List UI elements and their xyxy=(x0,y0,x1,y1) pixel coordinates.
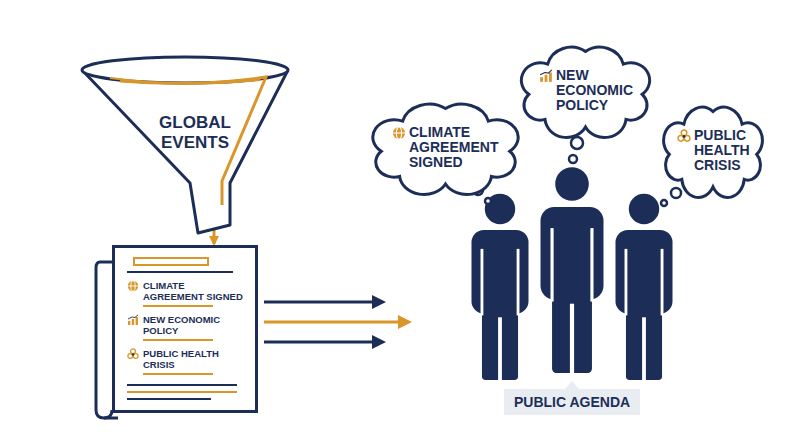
label-text: NEW ECONOMIC POLICY xyxy=(143,314,247,336)
funnel-shape: GLOBAL EVENTS xyxy=(80,55,290,215)
bio-icon xyxy=(677,129,691,143)
cloud-text-column: CLIMATE AGREEMENT SIGNED xyxy=(409,125,498,170)
label-text: CLIMATE AGREEMENT SIGNED xyxy=(143,280,247,302)
cloud-content: NEW ECONOMIC POLICY xyxy=(539,68,633,113)
thought-cloud: CLIMATE AGREEMENT SIGNED xyxy=(369,101,522,189)
print-line xyxy=(143,373,213,375)
globe-icon xyxy=(392,126,406,140)
chart-icon xyxy=(127,314,139,326)
newspaper-curl xyxy=(104,410,112,418)
tag-pointer xyxy=(565,381,579,389)
headline: NEW ECONOMIC POLICY xyxy=(127,314,247,336)
newspaper: CLIMATE AGREEMENT SIGNED NEW ECONOMIC POL… xyxy=(112,245,258,413)
thought-cloud: PUBLIC HEALTH CRISIS xyxy=(661,104,765,192)
thought-cloud: NEW ECONOMIC POLICY xyxy=(518,44,653,132)
cloud-content: CLIMATE AGREEMENT SIGNED xyxy=(392,125,498,170)
headline: PUBLIC HEALTH CRISIS xyxy=(127,348,247,370)
print-line xyxy=(127,384,237,386)
print-line xyxy=(127,271,233,273)
label-text: PUBLIC HEALTH CRISIS xyxy=(143,348,247,370)
cloud-text-column: PUBLIC HEALTH CRISIS xyxy=(694,128,750,173)
print-line xyxy=(143,339,213,341)
label-text: GLOBAL EVENTS xyxy=(135,113,255,153)
cloud-text-column: NEW ECONOMIC POLICY xyxy=(556,68,633,113)
agenda-tag: PUBLIC AGENDA xyxy=(504,389,640,415)
flow-arrows xyxy=(264,295,412,349)
label-text: NEW ECONOMIC POLICY xyxy=(556,68,633,113)
label-text: PUBLIC HEALTH CRISIS xyxy=(694,128,750,173)
bio-icon xyxy=(127,348,139,360)
print-line xyxy=(127,398,211,400)
chart-icon xyxy=(539,69,553,83)
label-text: PUBLIC AGENDA xyxy=(514,394,630,410)
headline: CLIMATE AGREEMENT SIGNED xyxy=(127,280,247,302)
cloud-content: PUBLIC HEALTH CRISIS xyxy=(677,128,750,173)
masthead-bar xyxy=(133,257,209,266)
globe-icon xyxy=(127,280,139,292)
print-line xyxy=(143,305,213,307)
label-text: CLIMATE AGREEMENT SIGNED xyxy=(409,125,498,170)
print-line xyxy=(127,391,237,393)
